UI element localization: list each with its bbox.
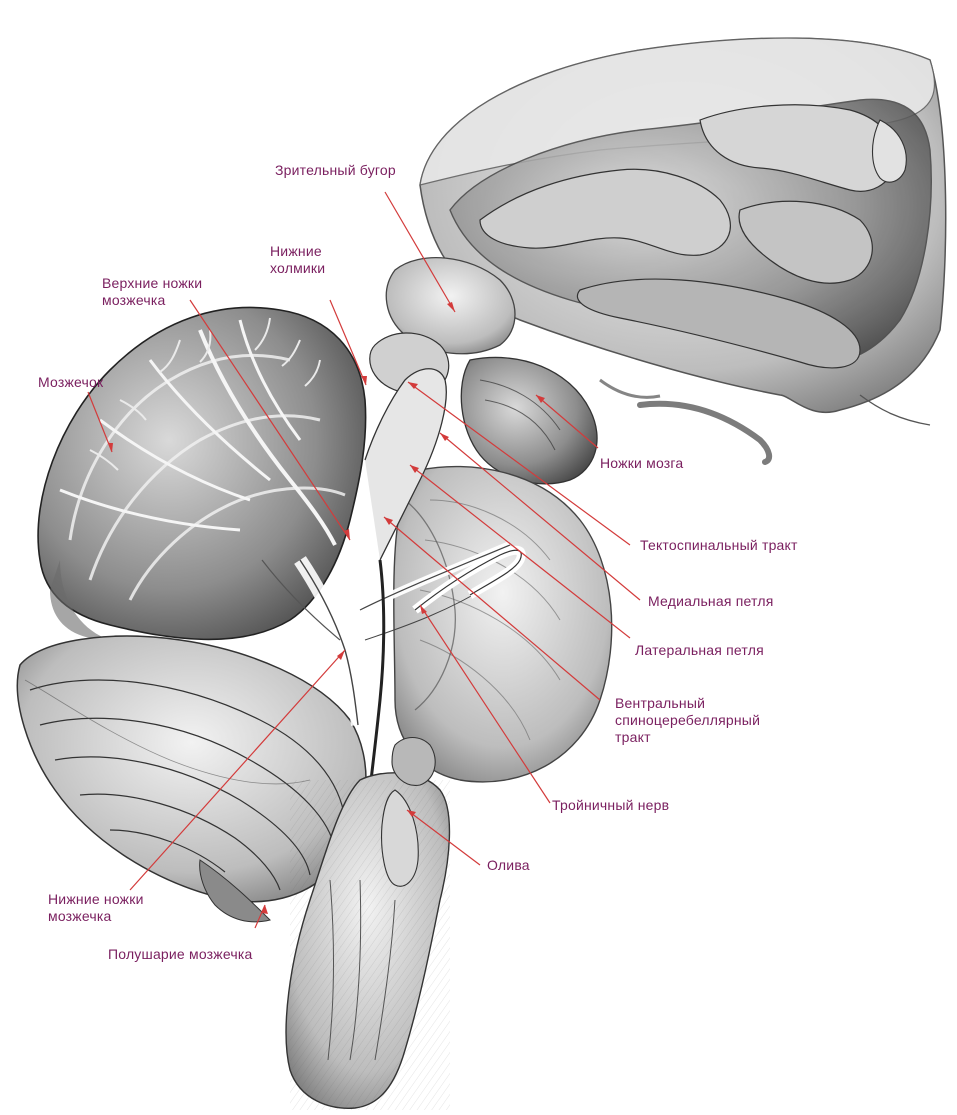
label-medial-lemniscus: Медиальная петля bbox=[648, 593, 773, 610]
label-tectospinal-tract: Тектоспинальный тракт bbox=[640, 537, 798, 554]
label-cerebellar-hemisphere: Полушарие мозжечка bbox=[108, 946, 252, 963]
label-olive: Олива bbox=[487, 857, 530, 874]
medulla-drawing bbox=[286, 738, 450, 1111]
label-inferior-cerebellar-peduncles: Нижние ножки мозжечка bbox=[48, 891, 144, 925]
label-superior-cerebellar-peduncles: Верхние ножки мозжечка bbox=[102, 275, 202, 309]
label-ventral-spinocerebellar-tract: Вентральный спиноцеребеллярный тракт bbox=[615, 695, 760, 746]
label-trigeminal-nerve: Тройничный нерв bbox=[552, 797, 669, 814]
label-inferior-colliculi: Нижние холмики bbox=[270, 243, 325, 277]
label-thalamus: Зрительный бугор bbox=[275, 162, 396, 179]
label-cerebellum: Мозжечок bbox=[38, 374, 103, 391]
label-lateral-lemniscus: Латеральная петля bbox=[635, 642, 764, 659]
label-cerebral-peduncles: Ножки мозга bbox=[600, 455, 683, 472]
pons-drawing bbox=[394, 467, 612, 782]
